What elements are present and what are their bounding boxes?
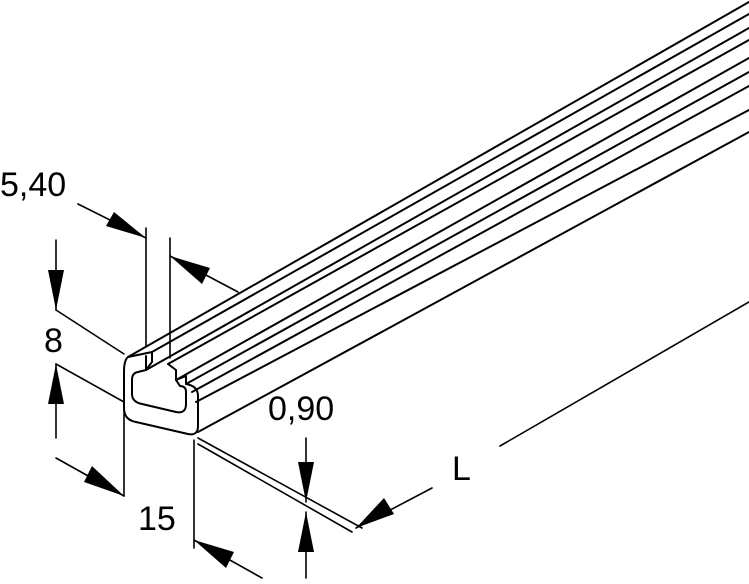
length-label: L <box>452 450 471 488</box>
dimension-height: 8 <box>44 239 125 439</box>
dimension-slot-width: 5,40 <box>0 166 239 359</box>
dimension-length: L <box>355 301 749 529</box>
thickness-label: 0,90 <box>268 390 334 428</box>
slot-width-label: 5,40 <box>0 166 66 204</box>
rail-profile <box>123 1 749 436</box>
dimension-width: 15 <box>55 409 263 579</box>
dimension-thickness: 0,90 <box>197 390 363 579</box>
height-label: 8 <box>44 322 63 360</box>
width-label: 15 <box>138 500 176 538</box>
